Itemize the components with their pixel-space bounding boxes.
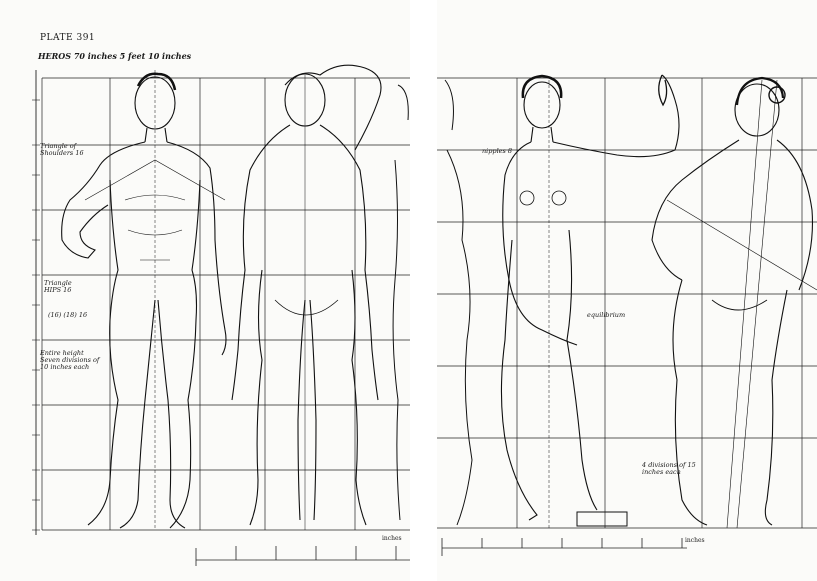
side-male-figure-partial (393, 85, 408, 520)
annotation-divisions: 4 divisions of 15 inches each (642, 462, 712, 476)
plate-title: PLATE 391 (40, 33, 95, 43)
annotation-entire-height: Entire height Seven divisions of 10 inch… (40, 350, 102, 371)
figure-subtitle: HEROS 70 inches 5 feet 10 inches (38, 51, 191, 61)
annotation-nipples: nipples 8 (482, 148, 542, 155)
annotation-triangle-shoulders: Triangle of Shoulders 16 (40, 143, 90, 157)
right-bottom-scale (442, 538, 687, 556)
annotation-triangle-hips: Triangle HIPS 16 (44, 280, 90, 294)
back-male-figure (232, 65, 381, 530)
annotation-ratio: (16) (18) 16 (48, 312, 88, 319)
right-page: nipples 8 equilibrium 4 divisions of 15 … (437, 0, 817, 581)
page-gutter (410, 0, 437, 581)
right-scale-label: inches (685, 537, 705, 544)
female-figures-drawing (437, 0, 817, 581)
left-page: PLATE 391 HEROS 70 inches 5 feet 10 inch… (0, 0, 410, 581)
front-male-figure (62, 70, 226, 530)
side-female-figure-partial (445, 80, 472, 525)
annotation-equilibrium: equilibrium (587, 312, 647, 319)
left-bottom-scale (196, 546, 410, 566)
left-scale-label: inches (382, 535, 402, 542)
